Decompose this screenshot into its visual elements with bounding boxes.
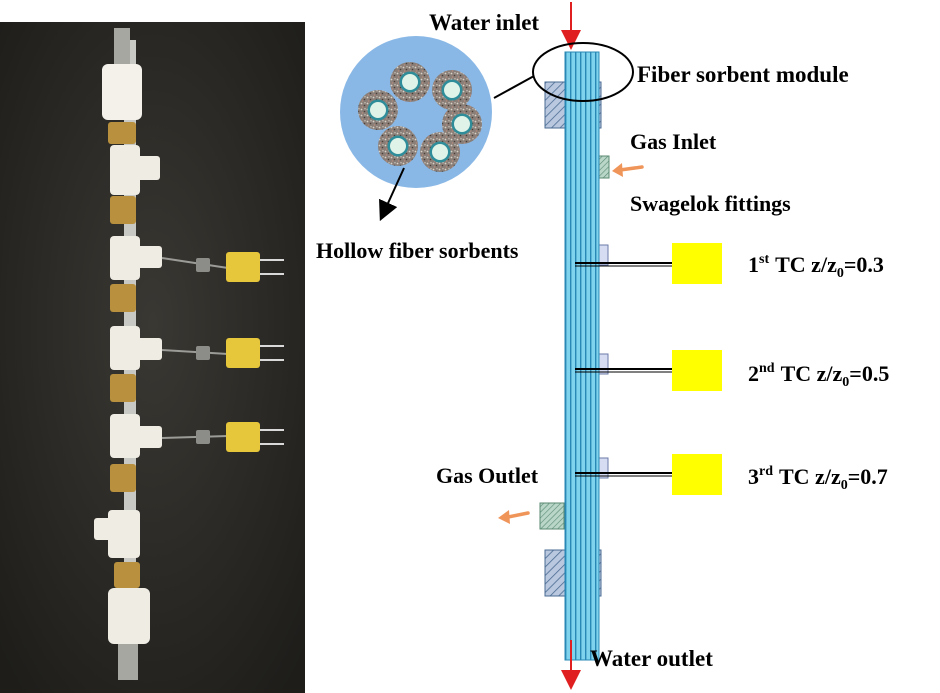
gas-outlet-arrow — [498, 510, 530, 524]
gas-outlet-label: Gas Outlet — [436, 463, 539, 488]
hollow-fiber — [420, 132, 460, 172]
hollow-fiber-sorbents-label: Hollow fiber sorbents — [316, 238, 519, 263]
water-inlet-label: Water inlet — [429, 10, 539, 35]
thermocouple-1 — [575, 243, 722, 284]
hollow-fiber — [358, 90, 398, 130]
water-outlet-label: Water outlet — [590, 646, 713, 671]
thermocouple-3 — [575, 454, 722, 495]
fiber-sorbent-module-label: Fiber sorbent module — [637, 62, 849, 87]
gas-inlet-label: Gas Inlet — [630, 129, 717, 154]
fiber-tube — [564, 51, 600, 661]
swagelok-fittings-label: Swagelok fittings — [630, 191, 791, 216]
cross-section — [340, 36, 492, 188]
hollow-fiber — [378, 126, 418, 166]
thermocouple-2 — [575, 350, 722, 391]
hollow-fiber — [432, 70, 472, 110]
gas-inlet-arrow — [612, 163, 644, 177]
hollow-fiber-pointer — [379, 167, 405, 222]
hollow-fiber — [442, 104, 482, 144]
module-callout-ellipse — [532, 42, 634, 102]
hollow-fiber — [390, 62, 430, 102]
module-photo — [0, 22, 305, 693]
gas-outlet-fitting — [539, 502, 565, 530]
callout-line — [493, 75, 535, 99]
